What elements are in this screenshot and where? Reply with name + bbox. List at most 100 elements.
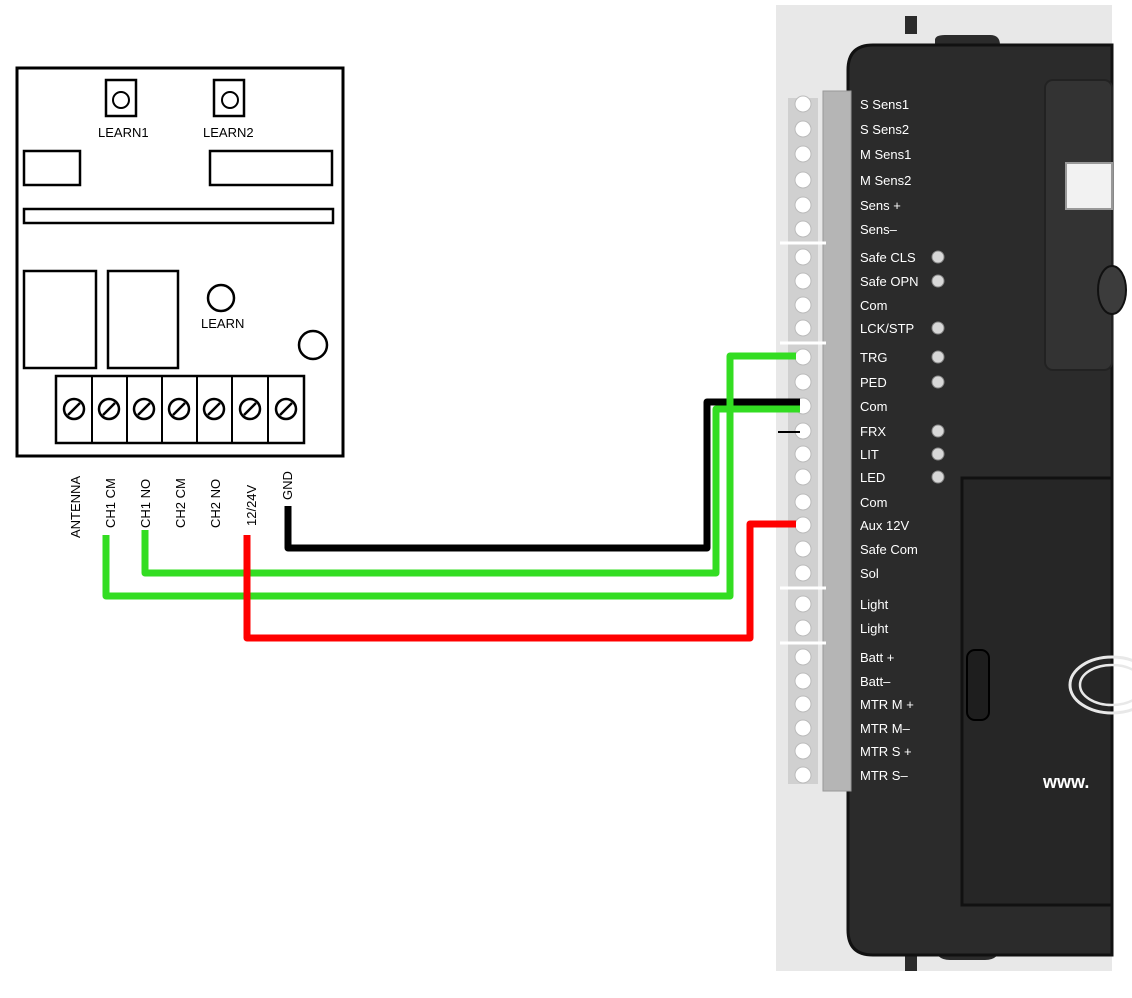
- controller-terminal-label: Batt–: [860, 674, 891, 689]
- terminal-hole: [794, 145, 812, 163]
- controller-terminal-label: Light: [860, 621, 889, 636]
- terminal-hole: [794, 719, 812, 737]
- terminal-hole: [794, 540, 812, 558]
- status-led: [931, 350, 945, 364]
- controller-terminal-label: MTR S–: [860, 768, 908, 783]
- component-block-1: [22, 149, 82, 187]
- controller-terminal-label: TRG: [860, 350, 887, 365]
- controller-terminal-label: M Sens2: [860, 173, 911, 188]
- screw-slot: [207, 402, 221, 416]
- terminal-hole: [794, 272, 812, 290]
- wire-12-24v-to-aux12v: [243, 520, 796, 642]
- terminal-label-gnd: GND: [280, 471, 295, 500]
- controller-terminal-label: Aux 12V: [860, 518, 909, 533]
- screw-slot: [67, 402, 81, 416]
- bottom-clip: [905, 955, 917, 971]
- screw-slot: [102, 402, 116, 416]
- antenna-strip: [22, 207, 335, 225]
- terminal-strip: [780, 90, 852, 792]
- terminal-hole: [794, 120, 812, 138]
- terminal-hole: [794, 171, 812, 189]
- learn2-label: LEARN2: [203, 125, 254, 140]
- controller-terminal-label: FRX: [860, 424, 886, 439]
- controller-terminal-label: Batt +: [860, 650, 894, 665]
- terminal-hole: [794, 373, 812, 391]
- controller-terminal-label: S Sens2: [860, 122, 909, 137]
- controller-terminal-label: MTR M +: [860, 697, 914, 712]
- relay-2: [106, 269, 180, 370]
- controller-terminal-label: Safe CLS: [860, 250, 916, 265]
- controller-terminal-label: Com: [860, 298, 887, 313]
- cover-panel: [960, 476, 1114, 907]
- controller-terminal-label: MTR M–: [860, 721, 911, 736]
- controller-terminal-label: LCK/STP: [860, 321, 914, 336]
- website-text: www.: [1042, 772, 1089, 792]
- screw-slot: [172, 402, 186, 416]
- cover-latch: [966, 649, 990, 721]
- terminal-hole: [794, 196, 812, 214]
- controller-terminal-label: Com: [860, 495, 887, 510]
- controller-terminal-label: MTR S +: [860, 744, 912, 759]
- terminal-label-ch2-cm: CH2 CM: [173, 478, 188, 528]
- controller-terminal-label: S Sens1: [860, 97, 909, 112]
- screw-slot: [137, 402, 151, 416]
- status-led: [931, 250, 945, 264]
- controller-terminal-label: PED: [860, 375, 887, 390]
- terminal-hole: [794, 95, 812, 113]
- terminal-hole: [794, 695, 812, 713]
- learn1-label: LEARN1: [98, 125, 149, 140]
- terminal-hole: [794, 220, 812, 238]
- terminal-label-antenna: ANTENNA: [68, 476, 83, 538]
- controller-terminal-label: M Sens1: [860, 147, 911, 162]
- learn1-button: [104, 78, 138, 118]
- screw-slot: [243, 402, 257, 416]
- controller-terminal-label: Safe OPN: [860, 274, 919, 289]
- terminal-hole: [794, 248, 812, 266]
- screw-slot: [279, 402, 293, 416]
- led-indicator: [297, 329, 329, 361]
- terminal-hole: [794, 564, 812, 582]
- logo-ring-inner: [1078, 663, 1132, 707]
- terminal-hole: [794, 319, 812, 337]
- terminal-label-ch1-cm: CH1 CM: [103, 478, 118, 528]
- terminal-label-12-24v: 12/24V: [244, 484, 259, 526]
- receiver-module: LEARN1 LEARN2 LEARN ANTENNA CH1 CM: [15, 66, 345, 538]
- controller-terminal-label: Safe Com: [860, 542, 918, 557]
- status-led: [931, 321, 945, 335]
- wire-ch1no-to-com: [141, 405, 800, 577]
- logo-ring-outer: [1068, 655, 1132, 715]
- terminal-label-ch1-no: CH1 NO: [138, 479, 153, 528]
- inner-panel: [1044, 79, 1113, 371]
- wire-gnd-to-com: [284, 398, 800, 552]
- terminal-hole: [794, 648, 812, 666]
- controller-terminal-label: Com: [860, 399, 887, 414]
- terminal-hole: [794, 348, 812, 366]
- learn-label: LEARN: [201, 316, 244, 331]
- wires: [102, 352, 800, 642]
- controller-terminal-label: Sol: [860, 566, 879, 581]
- controller-terminal-label: LIT: [860, 447, 879, 462]
- terminal-label-ch2-no: CH2 NO: [208, 479, 223, 528]
- learn2-button: [212, 78, 246, 118]
- terminal-hole: [794, 468, 812, 486]
- status-led: [931, 470, 945, 484]
- terminal-hole: [794, 742, 812, 760]
- learn-button: [206, 283, 236, 313]
- status-led: [931, 274, 945, 288]
- terminal-hole: [794, 493, 812, 511]
- controller-terminal-label: Sens–: [860, 222, 898, 237]
- top-clip: [905, 16, 917, 34]
- controller-terminal-label: LED: [860, 470, 885, 485]
- terminal-hole: [794, 445, 812, 463]
- terminal-hole: [794, 672, 812, 690]
- wire-ch1cm-to-trg: [102, 352, 796, 600]
- status-led: [931, 375, 945, 389]
- status-led: [931, 424, 945, 438]
- terminal-hole: [794, 516, 812, 534]
- component-block-2: [208, 149, 334, 187]
- relay-1: [22, 269, 98, 370]
- status-led: [931, 447, 945, 461]
- controller-terminal-label: Sens +: [860, 198, 901, 213]
